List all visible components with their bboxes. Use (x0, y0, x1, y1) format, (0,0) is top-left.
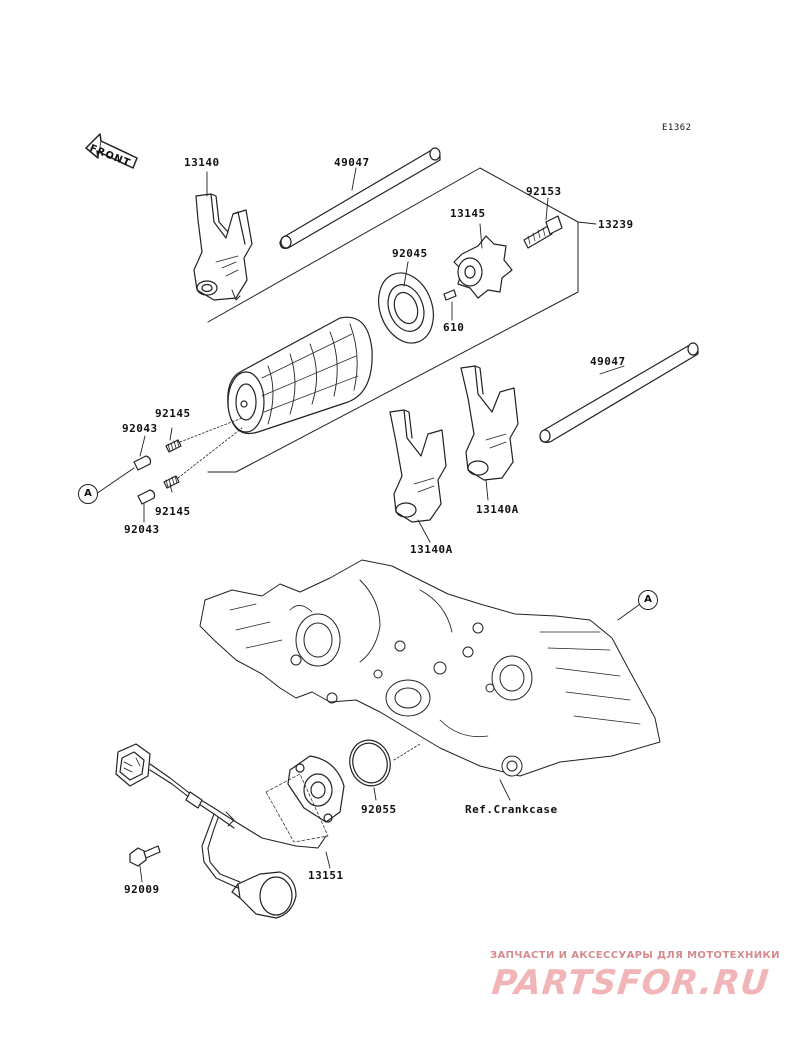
part-label-49047-right: 49047 (590, 355, 626, 368)
fork-rod-top (279, 147, 441, 249)
wire-harness (149, 763, 327, 889)
part-label-13239: 13239 (598, 218, 634, 231)
part-label-13140A-right: 13140A (476, 503, 519, 516)
part-label-92055: 92055 (361, 803, 397, 816)
pin-610 (443, 289, 457, 301)
shift-fork-13140A-left (389, 409, 447, 523)
part-label-92043-lower: 92043 (124, 523, 160, 536)
bolt-92009 (129, 845, 161, 867)
bearing-92045 (378, 272, 434, 344)
front-arrow-icon (85, 133, 138, 169)
shift-fork-13140A-right (460, 365, 519, 481)
shift-cam-13145 (453, 235, 513, 299)
part-label-610: 610 (443, 321, 465, 334)
part-label-92145-lower: 92145 (155, 505, 191, 518)
o-ring-92055 (349, 739, 391, 787)
part-label-92009: 92009 (124, 883, 160, 896)
shift-drum (227, 316, 373, 434)
connector-plug (115, 743, 151, 787)
pin-92043-upper (133, 455, 152, 471)
drum-assembly-frame (207, 167, 579, 473)
part-label-13151: 13151 (308, 869, 344, 882)
callout-a-right: A (638, 590, 658, 610)
crankcase (199, 559, 661, 777)
part-label-13140: 13140 (184, 156, 220, 169)
watermark-tagline: ЗАПЧАСТИ И АКСЕССУАРЫ ДЛЯ МОТОТЕХНИКИ (490, 950, 780, 961)
fork-rod-right (539, 342, 699, 443)
callout-a-left: A (78, 484, 98, 504)
spring-92145-lower (163, 475, 180, 489)
part-label-92145-upper: 92145 (155, 407, 191, 420)
shift-fork-13140 (193, 193, 253, 301)
spring-92145-upper (165, 439, 182, 453)
reference-crankcase: Ref.Crankcase (465, 803, 558, 816)
part-label-92153: 92153 (526, 185, 562, 198)
part-label-49047-top: 49047 (334, 156, 370, 169)
diagram-code: E1362 (662, 123, 692, 133)
sensor-head (231, 871, 297, 919)
pin-92043-lower (137, 489, 156, 505)
bolt-92153 (523, 215, 563, 249)
gear-position-sensor-13151 (265, 755, 345, 843)
part-label-92045: 92045 (392, 247, 428, 260)
part-label-92043-upper: 92043 (122, 422, 158, 435)
part-label-13145: 13145 (450, 207, 486, 220)
part-label-13140A-left: 13140A (410, 543, 453, 556)
watermark-logo: PARTSFOR.RU (489, 963, 772, 1003)
